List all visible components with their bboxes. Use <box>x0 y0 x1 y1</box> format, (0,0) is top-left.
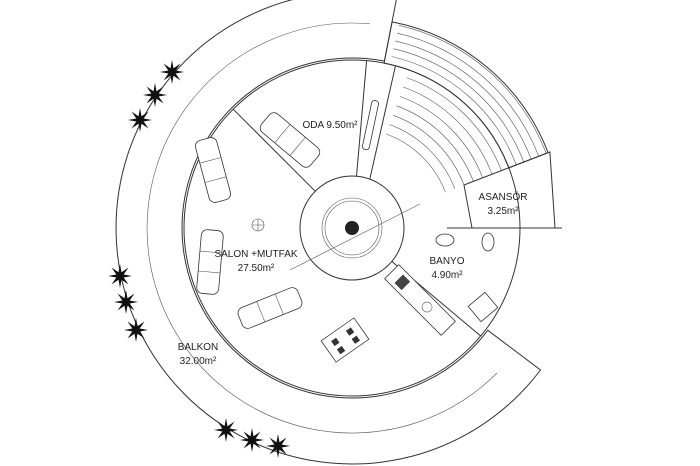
column-ring-inner <box>324 200 380 256</box>
stair-step <box>389 124 455 189</box>
stair-step <box>386 133 446 193</box>
sofa-left-bottom <box>196 229 224 295</box>
room-area-banyo: 4.90m² <box>431 270 463 281</box>
wardrobe <box>362 100 379 151</box>
balcony-area <box>115 0 542 465</box>
stair-wall <box>369 65 396 180</box>
stair-step <box>396 32 539 157</box>
stair-step <box>403 86 493 175</box>
central-hub <box>299 175 405 281</box>
central-column <box>345 221 359 235</box>
tree-icon <box>114 290 138 314</box>
stair-step <box>393 48 525 163</box>
room-area-balkon: 32.00m² <box>180 356 217 367</box>
stair-step <box>398 25 547 154</box>
partition-wall <box>356 60 368 177</box>
stair-step <box>391 56 517 166</box>
tree-icon <box>266 434 290 458</box>
sofa-bottom <box>237 287 303 329</box>
toilet-icon <box>481 232 495 252</box>
stair-step <box>399 96 483 178</box>
room-name-asansor: ASANSÖR <box>479 191 528 203</box>
trees <box>108 60 290 458</box>
sofa-left-top <box>195 137 231 203</box>
balcony-rail-line <box>146 22 498 434</box>
stair-step <box>392 114 465 186</box>
stair-step <box>406 77 502 171</box>
tree-icon <box>124 318 148 342</box>
tree-icon <box>143 83 167 107</box>
room-name-salon: SALON +MUTFAK <box>214 249 297 260</box>
tree-icon <box>160 60 184 84</box>
sofa-oda <box>259 112 321 168</box>
partition-wall <box>232 108 316 192</box>
stair-step <box>396 105 474 182</box>
room-name-balkon: BALKON <box>178 342 219 353</box>
stair-steps <box>391 25 547 166</box>
tree-icon <box>128 108 152 132</box>
tree-icon <box>108 264 132 288</box>
tree-icon <box>240 428 264 452</box>
stair-steps-inner <box>369 65 502 193</box>
stair-step <box>395 40 532 160</box>
room-name-oda: ODA 9.50m² <box>302 120 358 131</box>
plant-icon <box>251 218 265 232</box>
sink-icon <box>435 233 455 247</box>
dining-table <box>320 317 370 363</box>
tree-icon <box>214 418 238 442</box>
room-name-banyo: BANYO <box>429 256 464 267</box>
column-ring <box>321 197 383 259</box>
room-area-asansor: 3.25m² <box>487 206 519 217</box>
kitchen-counter <box>384 264 456 336</box>
shower-icon <box>467 291 499 323</box>
dimension-line <box>289 203 421 271</box>
room-area-salon: 27.50m² <box>238 263 275 274</box>
